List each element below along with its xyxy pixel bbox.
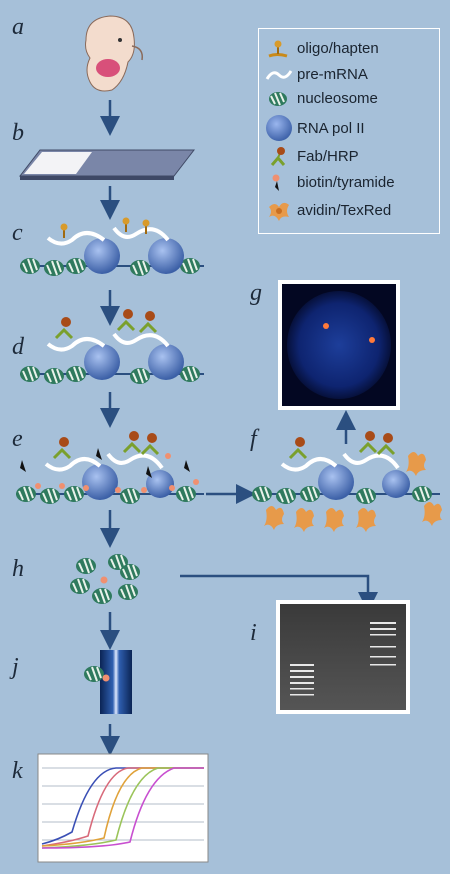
legend-label: RNA pol II [297, 120, 365, 137]
legend-label: pre-mRNA [297, 66, 368, 83]
legend-label: avidin/TexRed [297, 202, 392, 219]
legend-label: biotin/tyramide [297, 174, 395, 191]
step-label-f: f [250, 426, 257, 452]
step-label-h: h [12, 556, 24, 582]
avidin-texred-icon [269, 202, 289, 221]
fluorescence-image [278, 280, 400, 410]
flow-arrows [100, 100, 378, 756]
step-label-a: a [12, 14, 24, 40]
gel-image [276, 600, 410, 714]
embryo-illustration [85, 15, 144, 92]
step-label-g: g [250, 280, 262, 306]
legend-item-fab-hrp: Fab/HRP [259, 145, 441, 169]
legend: oligo/hapten pre-mRNA nucleosome RNA pol… [258, 28, 440, 234]
nucleosome-icon [269, 92, 287, 106]
step-label-j: j [12, 654, 19, 680]
legend-item-biotin-tyramide: biotin/tyramide [259, 171, 441, 195]
step-label-e: e [12, 426, 23, 452]
legend-label: oligo/hapten [297, 40, 379, 57]
affinity-column [83, 650, 132, 714]
fab-hrp-icon [270, 147, 286, 166]
step-label-k: k [12, 758, 23, 784]
qpcr-plot [37, 753, 209, 863]
rna-pol-ii-icon [266, 115, 292, 141]
legend-label: nucleosome [297, 90, 378, 107]
step-label-d: d [12, 334, 24, 360]
pre-mrna-icon [265, 70, 293, 80]
biotin-tyramide-icon [272, 174, 280, 191]
legend-item-avidin-texred: avidin/TexRed [259, 197, 441, 227]
step-label-c: c [12, 220, 23, 246]
microscope-slide [18, 149, 196, 180]
chromatin-panel-c [19, 217, 204, 277]
legend-item-oligo-hapten: oligo/hapten [259, 37, 441, 61]
chromatin-panel-d [19, 309, 204, 385]
chromatin-panel-e [15, 431, 204, 505]
step-label-i: i [250, 620, 257, 646]
released-nucleosomes [69, 553, 141, 605]
chromatin-panel-f [251, 431, 442, 532]
oligo-hapten-icon [268, 40, 288, 58]
legend-item-nucleosome: nucleosome [259, 87, 441, 111]
step-label-b: b [12, 120, 24, 146]
legend-item-pre-mrna: pre-mRNA [259, 63, 441, 87]
legend-item-rna-pol-ii: RNA pol II [259, 115, 441, 145]
legend-label: Fab/HRP [297, 148, 359, 165]
